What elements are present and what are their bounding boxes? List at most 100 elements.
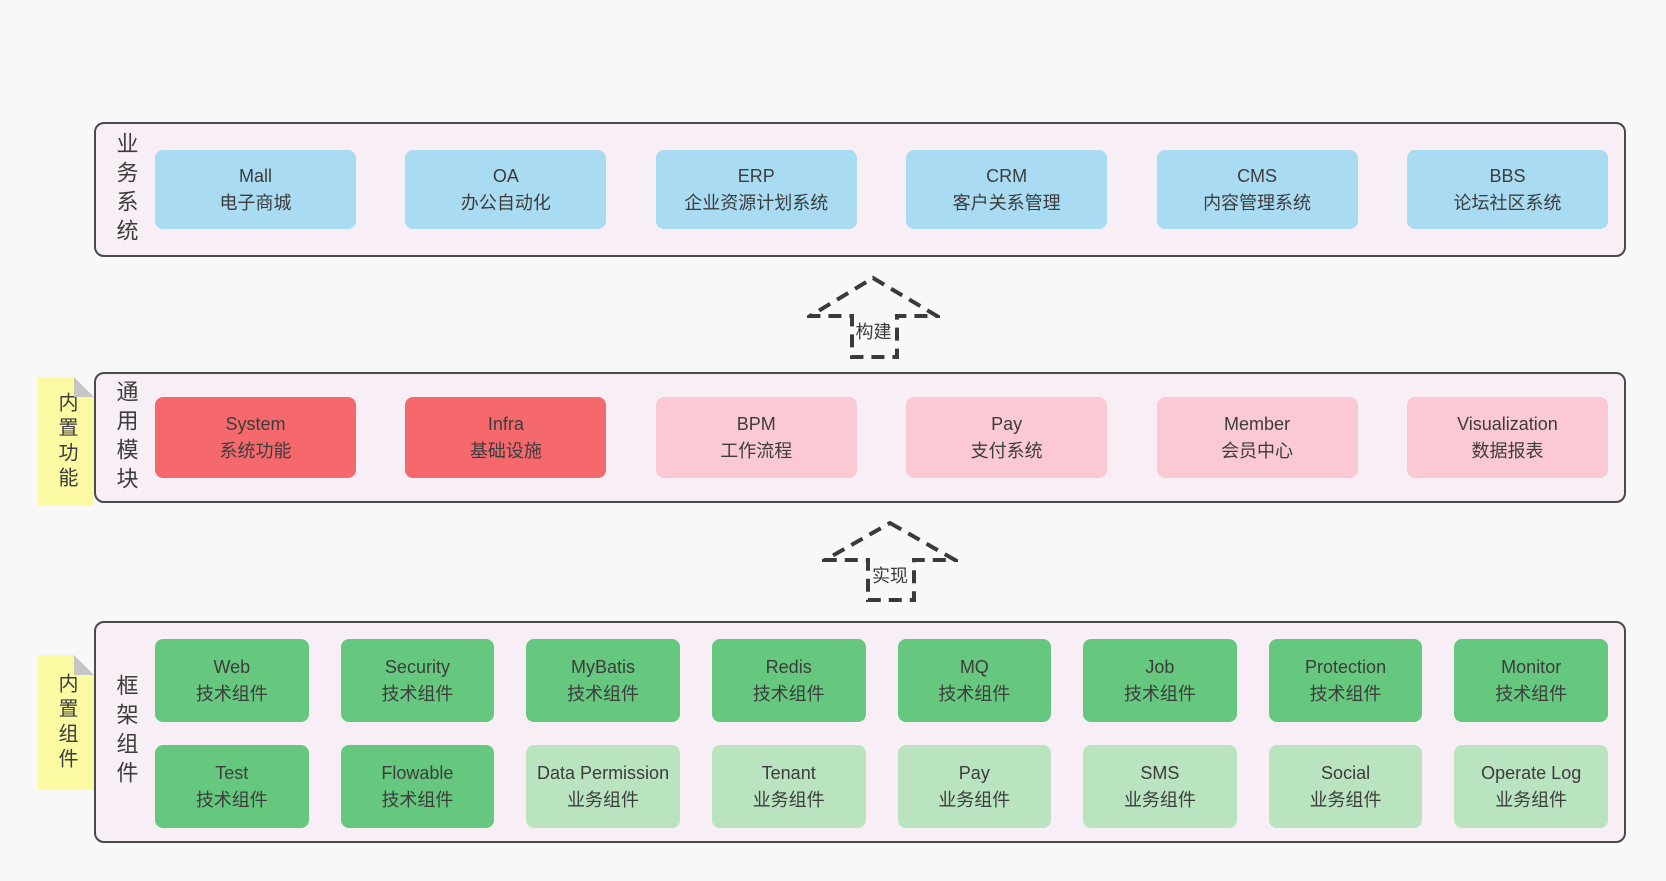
box-flowable: Flowable 技术组件 bbox=[340, 745, 495, 828]
box-title: Redis bbox=[765, 657, 812, 678]
folded-corner-icon bbox=[74, 377, 94, 397]
box-visualization: Visualization 数据报表 bbox=[1406, 397, 1608, 478]
box-subtitle: 业务组件 bbox=[1309, 789, 1382, 810]
sticky-note-builtin-features: 内置功能 bbox=[38, 377, 94, 506]
box-title: BBS bbox=[1489, 166, 1526, 187]
box-title: ERP bbox=[737, 166, 775, 187]
panel-title-text: 通用模块 bbox=[113, 379, 139, 496]
box-infra: Infra 基础设施 bbox=[405, 397, 607, 478]
modules-boxes-row: System 系统功能 Infra 基础设施 BPM 工作流程 Pay 支付系统… bbox=[155, 374, 1624, 501]
box-subtitle: 系统功能 bbox=[219, 440, 292, 461]
box-title: Infra bbox=[487, 414, 524, 435]
box-subtitle: 客户关系管理 bbox=[952, 192, 1061, 213]
box-subtitle: 会员中心 bbox=[1221, 440, 1294, 461]
box-mq: MQ 技术组件 bbox=[897, 639, 1052, 722]
box-subtitle: 工作流程 bbox=[720, 440, 793, 461]
arrow-label: 实现 bbox=[870, 561, 910, 588]
box-subtitle: 技术组件 bbox=[1309, 683, 1382, 704]
arrow-implement-up: 实现 bbox=[822, 520, 958, 603]
box-oa: OA 办公自动化 bbox=[405, 150, 607, 229]
box-title: Operate Log bbox=[1481, 763, 1582, 784]
box-subtitle: 电子商城 bbox=[219, 192, 292, 213]
box-bpm: BPM 工作流程 bbox=[655, 397, 857, 478]
panel-title-text: 框架组件 bbox=[113, 674, 139, 790]
panel-framework-components: 框架组件 Web 技术组件 Security 技术组件 MyBatis 技术组件… bbox=[94, 621, 1626, 843]
arrow-build-up: 构建 bbox=[807, 275, 940, 360]
panel-business-systems: 业务系统 Mall 电子商城 OA 办公自动化 ERP 企业资源计划系统 CRM… bbox=[94, 122, 1626, 257]
box-title: Data Permission bbox=[537, 763, 670, 784]
box-subtitle: 技术组件 bbox=[938, 683, 1011, 704]
box-title: OA bbox=[492, 166, 519, 187]
box-title: Tenant bbox=[761, 763, 816, 784]
box-subtitle: 技术组件 bbox=[381, 789, 454, 810]
box-monitor: Monitor 技术组件 bbox=[1454, 639, 1608, 722]
box-job: Job 技术组件 bbox=[1083, 639, 1237, 722]
box-pay-component: Pay 业务组件 bbox=[897, 745, 1052, 828]
box-crm: CRM 客户关系管理 bbox=[906, 150, 1108, 229]
arrow-label: 构建 bbox=[853, 317, 894, 344]
sticky-note-builtin-components: 内置组件 bbox=[38, 655, 94, 790]
box-title: Web bbox=[213, 657, 251, 678]
box-tenant: Tenant 业务组件 bbox=[711, 745, 866, 828]
box-subtitle: 技术组件 bbox=[1123, 683, 1196, 704]
box-title: BPM bbox=[736, 414, 776, 435]
panel-common-modules: 通用模块 System 系统功能 Infra 基础设施 BPM 工作流程 Pay… bbox=[94, 372, 1626, 503]
box-subtitle: 内容管理系统 bbox=[1203, 192, 1312, 213]
framework-boxes-grid: Web 技术组件 Security 技术组件 MyBatis 技术组件 Redi… bbox=[155, 623, 1624, 841]
box-title: Pay bbox=[991, 414, 1023, 435]
box-mybatis: MyBatis 技术组件 bbox=[526, 639, 680, 722]
box-redis: Redis 技术组件 bbox=[711, 639, 866, 722]
box-test: Test 技术组件 bbox=[155, 745, 309, 828]
box-title: Visualization bbox=[1457, 414, 1558, 435]
box-subtitle: 业务组件 bbox=[752, 789, 825, 810]
box-subtitle: 办公自动化 bbox=[460, 192, 551, 213]
panel-title: 业务系统 bbox=[96, 124, 155, 255]
box-subtitle: 技术组件 bbox=[1495, 683, 1568, 704]
box-sms: SMS 业务组件 bbox=[1083, 745, 1237, 828]
box-title: Job bbox=[1145, 657, 1175, 678]
box-subtitle: 数据报表 bbox=[1471, 440, 1544, 461]
box-title: CMS bbox=[1237, 166, 1278, 187]
box-subtitle: 技术组件 bbox=[752, 683, 825, 704]
box-subtitle: 业务组件 bbox=[1495, 789, 1568, 810]
box-operate-log: Operate Log 业务组件 bbox=[1454, 745, 1608, 828]
box-title: Member bbox=[1224, 414, 1291, 435]
box-subtitle: 技术组件 bbox=[195, 789, 268, 810]
folded-corner-icon bbox=[74, 655, 94, 675]
dashed-up-arrow-icon bbox=[822, 520, 958, 602]
box-web: Web 技术组件 bbox=[155, 639, 309, 722]
box-protection: Protection 技术组件 bbox=[1268, 639, 1423, 722]
box-erp: ERP 企业资源计划系统 bbox=[655, 150, 857, 229]
box-subtitle: 技术组件 bbox=[567, 683, 640, 704]
box-title: MQ bbox=[959, 657, 989, 678]
box-title: SMS bbox=[1140, 763, 1180, 784]
box-title: Security bbox=[384, 657, 450, 678]
box-title: Flowable bbox=[381, 763, 454, 784]
box-title: CRM bbox=[986, 166, 1028, 187]
box-title: Pay bbox=[958, 763, 990, 784]
box-title: Mall bbox=[238, 166, 272, 187]
box-system: System 系统功能 bbox=[155, 397, 356, 478]
note-label: 内置组件 bbox=[55, 672, 77, 773]
box-title: Protection bbox=[1305, 657, 1387, 678]
panel-title: 通用模块 bbox=[96, 374, 155, 501]
box-subtitle: 技术组件 bbox=[381, 683, 454, 704]
box-subtitle: 业务组件 bbox=[567, 789, 640, 810]
box-title: Test bbox=[215, 763, 249, 784]
box-subtitle: 基础设施 bbox=[469, 440, 542, 461]
box-subtitle: 论坛社区系统 bbox=[1453, 192, 1562, 213]
box-security: Security 技术组件 bbox=[340, 639, 495, 722]
box-member: Member 会员中心 bbox=[1156, 397, 1358, 478]
box-mall: Mall 电子商城 bbox=[155, 150, 356, 229]
box-title: Monitor bbox=[1501, 657, 1562, 678]
panel-title: 框架组件 bbox=[96, 623, 155, 841]
box-subtitle: 业务组件 bbox=[1123, 789, 1196, 810]
business-boxes-row: Mall 电子商城 OA 办公自动化 ERP 企业资源计划系统 CRM 客户关系… bbox=[155, 124, 1624, 255]
box-bbs: BBS 论坛社区系统 bbox=[1406, 150, 1608, 229]
box-subtitle: 企业资源计划系统 bbox=[684, 192, 829, 213]
box-social: Social 业务组件 bbox=[1268, 745, 1423, 828]
note-label: 内置功能 bbox=[55, 391, 77, 492]
box-title: MyBatis bbox=[571, 657, 636, 678]
dashed-up-arrow-icon bbox=[807, 275, 940, 359]
